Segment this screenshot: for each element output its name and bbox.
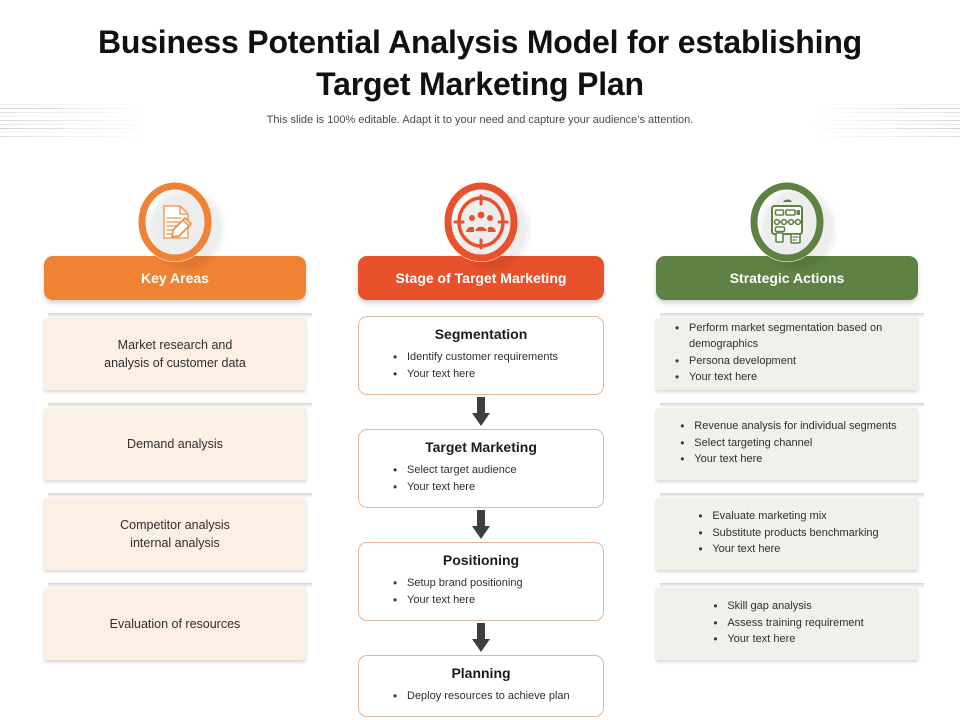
arrow-down-icon xyxy=(472,510,490,540)
arrow-down-icon xyxy=(472,397,490,427)
flowbox-list-4: Deploy resources to achieve plan xyxy=(369,687,593,706)
flowbox-target-marketing[interactable]: Target Marketing Select target audience … xyxy=(358,429,604,509)
card-left-2[interactable]: Demand analysis xyxy=(44,403,312,480)
page-subtitle: This slide is 100% editable. Adapt it to… xyxy=(266,114,694,126)
header-pill-label-middle: Stage of Target Marketing xyxy=(395,270,567,286)
flowbox-list-1: Identify customer requirements Your text… xyxy=(369,348,593,384)
card-left-3-line-1: Competitor analysis xyxy=(120,517,230,532)
flowbox-1-bullet-2: Your text here xyxy=(391,365,593,384)
flowbox-list-2: Select target audience Your text here xyxy=(369,461,593,497)
badge-wrap-left xyxy=(44,182,306,268)
badge-right xyxy=(750,182,824,262)
flowbox-2-bullet-1: Select target audience xyxy=(391,461,593,480)
card-right-3-bullet-1: Evaluate marketing mix xyxy=(695,508,878,525)
header-pill-key-areas[interactable]: Key Areas xyxy=(44,256,306,300)
card-left-3[interactable]: Competitor analysis internal analysis xyxy=(44,493,312,570)
card-right-3-list: Evaluate marketing mix Substitute produc… xyxy=(695,508,878,559)
flowbox-1-bullet-1: Identify customer requirements xyxy=(391,348,593,367)
card-right-3-bullet-3: Your text here xyxy=(695,541,878,558)
flowbox-3-bullet-2: Your text here xyxy=(391,591,593,610)
card-right-1[interactable]: Perform market segmentation based on dem… xyxy=(656,313,924,390)
page-title: Business Potential Analysis Model for es… xyxy=(97,24,863,102)
document-pencil-icon xyxy=(138,182,212,262)
card-left-3-line-2: internal analysis xyxy=(130,536,220,550)
flow-arrow-1 xyxy=(358,395,604,429)
column-strategic-actions: Strategic Actions Perform market segment… xyxy=(656,182,924,660)
card-right-4-bullet-3: Your text here xyxy=(710,631,863,648)
flowbox-list-3: Setup brand positioning Your text here xyxy=(369,574,593,610)
flowbox-2-bullet-2: Your text here xyxy=(391,478,593,497)
decorative-streaks-left xyxy=(0,104,150,148)
badge-left xyxy=(138,182,212,262)
card-left-1-line-1: Market research and xyxy=(117,337,233,352)
badge-middle xyxy=(444,182,518,262)
card-right-2-list: Revenue analysis for individual segments… xyxy=(677,418,896,469)
card-right-1-bullet-2: Persona development xyxy=(672,353,902,370)
card-right-4[interactable]: Skill gap analysis Assess training requi… xyxy=(656,583,924,660)
card-right-2-bullet-2: Select targeting channel xyxy=(677,435,896,452)
card-right-3-bullet-2: Substitute products benchmarking xyxy=(695,525,878,542)
card-right-1-bullet-1: Perform market segmentation based on dem… xyxy=(672,320,902,352)
target-audience-icon xyxy=(444,182,518,262)
column-key-areas: Key Areas Market research and analysis o… xyxy=(44,182,312,660)
card-right-4-list: Skill gap analysis Assess training requi… xyxy=(710,598,863,649)
arrow-down-icon xyxy=(472,623,490,653)
column-stage-of-target-marketing: Stage of Target Marketing Segmentation I… xyxy=(358,182,604,718)
header-pill-label-right: Strategic Actions xyxy=(729,270,845,286)
card-right-2-bullet-3: Your text here xyxy=(677,451,896,468)
badge-wrap-middle xyxy=(358,182,604,268)
decorative-streaks-right xyxy=(810,104,960,148)
card-left-4-line-1: Evaluation of resources xyxy=(109,616,241,631)
card-right-3[interactable]: Evaluate marketing mix Substitute produc… xyxy=(656,493,924,570)
card-right-1-list: Perform market segmentation based on dem… xyxy=(672,320,902,386)
card-right-2[interactable]: Revenue analysis for individual segments… xyxy=(656,403,924,480)
badge-wrap-right xyxy=(656,182,918,268)
flowbox-title-2: Target Marketing xyxy=(425,439,537,456)
flowbox-3-bullet-1: Setup brand positioning xyxy=(391,574,593,593)
flowbox-title-4: Planning xyxy=(451,665,511,682)
flowbox-segmentation[interactable]: Segmentation Identify customer requireme… xyxy=(358,316,604,396)
flowbox-planning[interactable]: Planning Deploy resources to achieve pla… xyxy=(358,655,604,718)
flowbox-4-bullet-1: Deploy resources to achieve plan xyxy=(391,687,593,706)
card-left-1-line-2: analysis of customer data xyxy=(104,356,246,370)
header-pill-label-left: Key Areas xyxy=(141,270,209,286)
flow-arrow-2 xyxy=(358,508,604,542)
flowbox-title-3: Positioning xyxy=(442,552,520,569)
flowchart-board-icon xyxy=(750,182,824,262)
card-left-1[interactable]: Market research and analysis of customer… xyxy=(44,313,312,390)
card-left-2-line-1: Demand analysis xyxy=(127,436,223,451)
flowbox-positioning[interactable]: Positioning Setup brand positioning Your… xyxy=(358,542,604,622)
card-left-4[interactable]: Evaluation of resources xyxy=(44,583,312,660)
card-right-1-bullet-3: Your text here xyxy=(672,369,902,386)
card-right-2-bullet-1: Revenue analysis for individual segments xyxy=(677,418,896,435)
card-right-4-bullet-2: Assess training requirement xyxy=(710,615,863,632)
flowbox-title-1: Segmentation xyxy=(434,326,528,342)
flow-arrow-3 xyxy=(358,621,604,655)
card-right-4-bullet-1: Skill gap analysis xyxy=(710,598,863,615)
